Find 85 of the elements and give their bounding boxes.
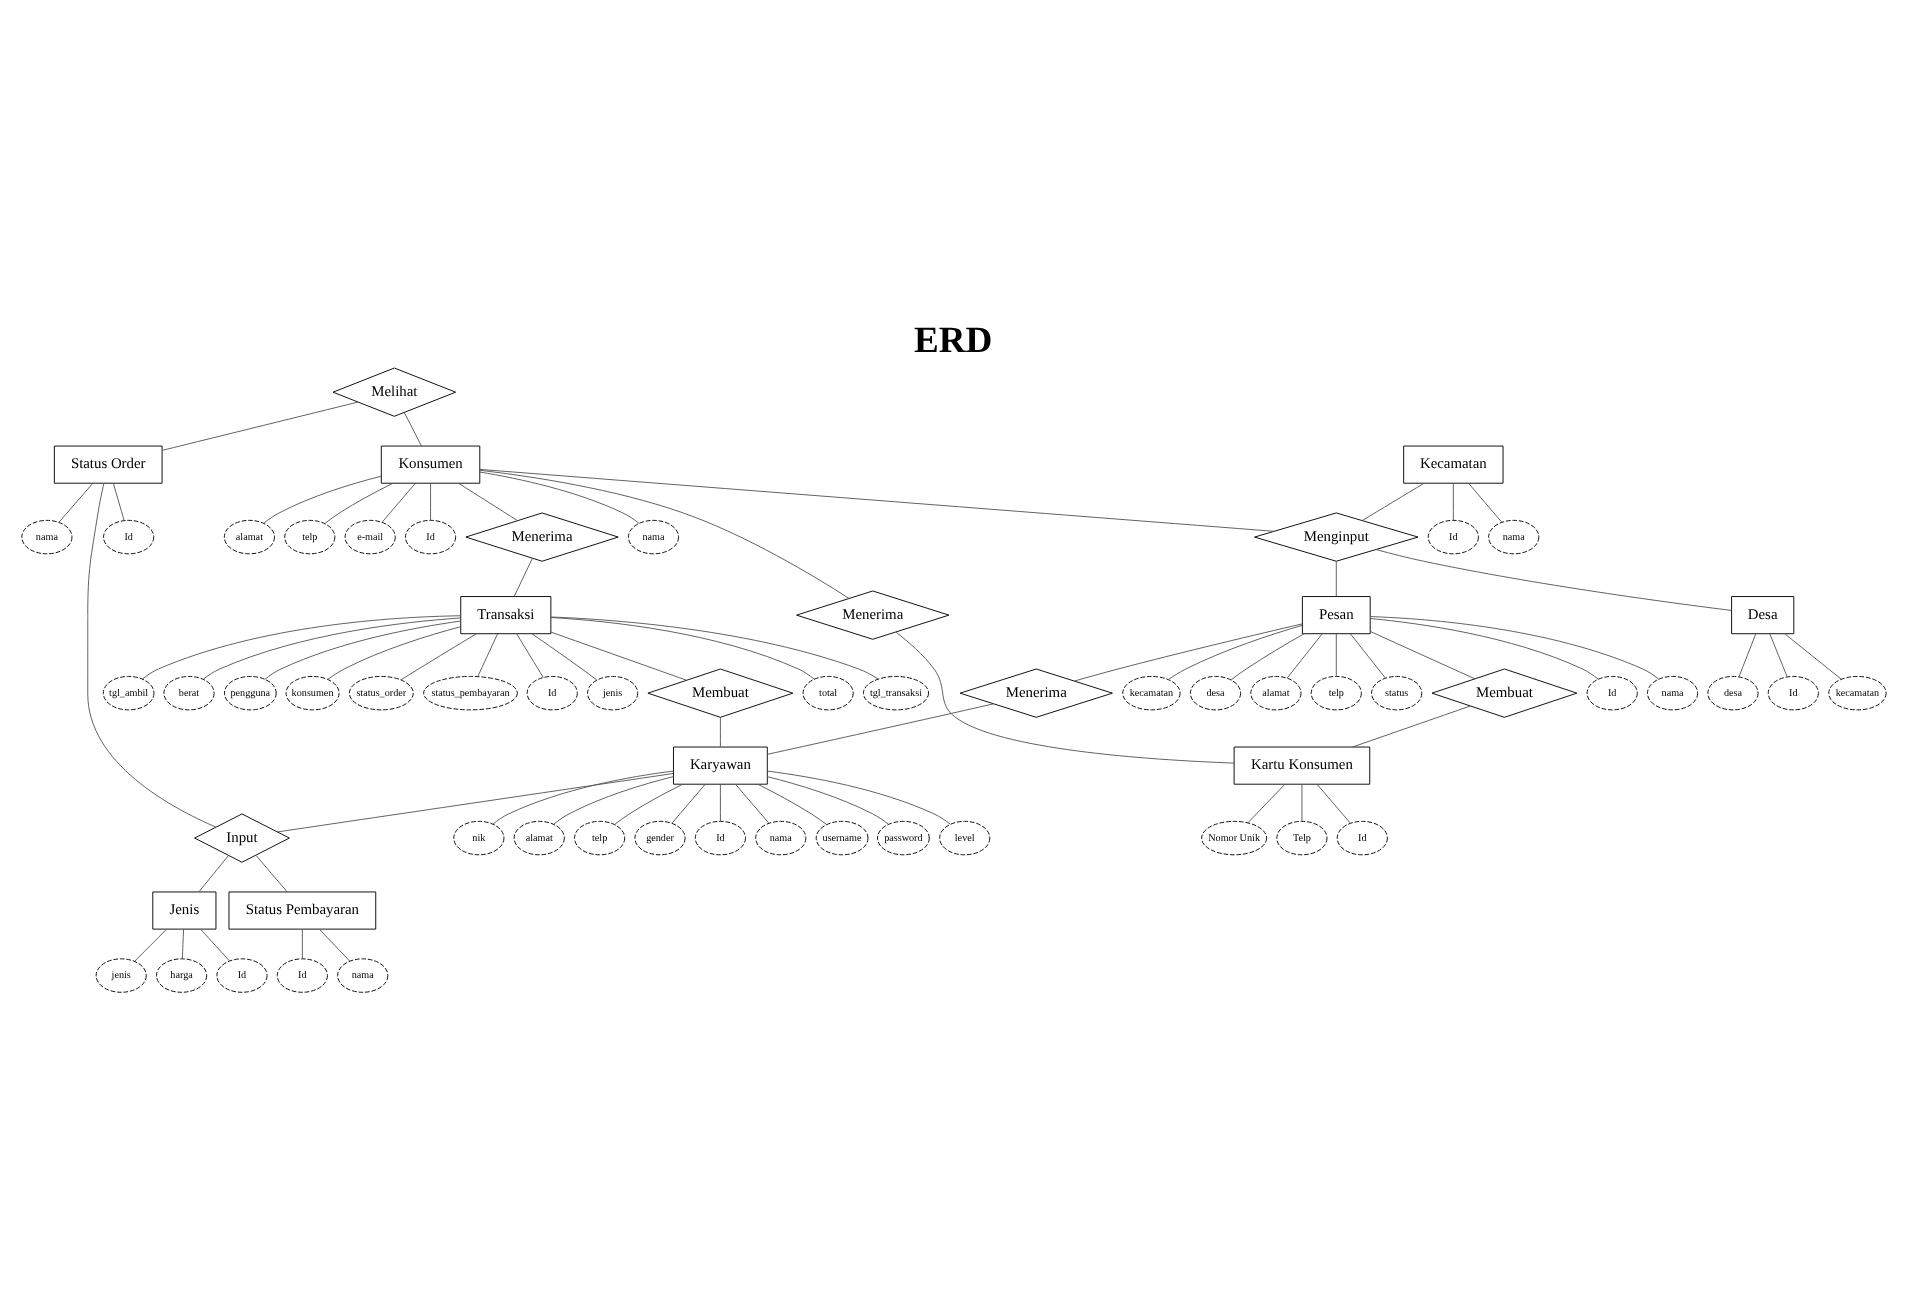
connector	[1073, 622, 1303, 681]
connector	[1167, 623, 1303, 679]
connector	[87, 482, 217, 827]
node-box: Transaksi	[460, 595, 552, 634]
connector	[324, 481, 393, 524]
connector	[1769, 632, 1788, 677]
connector	[1335, 632, 1337, 676]
connector	[198, 854, 229, 892]
connector	[492, 769, 674, 824]
connector	[479, 467, 1275, 531]
connector	[767, 769, 951, 824]
connector	[1369, 630, 1476, 679]
connector	[735, 782, 770, 823]
connector	[458, 481, 518, 520]
connector	[1370, 617, 1599, 679]
connector	[1230, 632, 1305, 680]
node-box: Karyawan	[673, 745, 768, 784]
connector	[161, 400, 359, 450]
connector	[134, 927, 167, 961]
node-diamond: Menerima	[959, 667, 1113, 717]
connector	[550, 616, 815, 679]
connector	[430, 481, 432, 520]
connector	[327, 625, 462, 679]
node-box: Desa	[1731, 595, 1795, 634]
connector	[200, 927, 230, 961]
diagram-title: ERD	[914, 319, 993, 362]
connector	[58, 481, 94, 522]
node-box: Kecamatan	[1403, 444, 1504, 483]
connector	[550, 630, 687, 680]
connector	[1247, 782, 1286, 823]
connector	[550, 615, 879, 679]
connector	[1452, 481, 1454, 520]
connector	[1349, 632, 1386, 678]
connector	[277, 772, 674, 832]
connector	[479, 468, 850, 598]
node-box: Status Order	[53, 444, 163, 483]
connector	[553, 775, 674, 824]
connector	[614, 782, 683, 824]
connector	[895, 630, 1235, 763]
connector	[264, 619, 461, 679]
node-diamond: Membuat	[647, 667, 794, 717]
connector	[403, 411, 422, 446]
connector	[1352, 704, 1471, 747]
node-diamond: Melihat	[332, 366, 457, 416]
connector	[766, 775, 889, 824]
connector	[400, 632, 477, 680]
connector	[112, 481, 125, 520]
connector	[319, 927, 351, 961]
connector	[1738, 632, 1757, 677]
connector	[181, 927, 185, 959]
connector	[255, 853, 288, 892]
connector	[671, 782, 706, 823]
connector	[202, 616, 461, 679]
connector	[381, 481, 416, 522]
connector	[1316, 782, 1351, 823]
connector	[1335, 559, 1337, 596]
node-diamond: Menerima	[796, 589, 950, 639]
connector	[1301, 782, 1303, 821]
connector	[1375, 548, 1732, 610]
node-box: Pesan	[1301, 595, 1371, 634]
connector	[513, 556, 533, 596]
connector	[516, 632, 544, 677]
node-diamond: Input	[194, 812, 290, 862]
connector	[301, 927, 303, 959]
connector	[1286, 632, 1323, 678]
connector	[719, 782, 721, 821]
node-box: Kartu Konsumen	[1233, 745, 1371, 784]
connector	[142, 614, 461, 679]
connector	[1369, 615, 1660, 679]
connector	[263, 474, 382, 523]
connector	[1361, 481, 1425, 520]
node-diamond: Membuat	[1431, 667, 1578, 717]
connector	[757, 782, 827, 825]
node-diamond: Menerima	[465, 511, 619, 561]
node-diamond: Menginput	[1254, 511, 1419, 561]
connector	[719, 716, 721, 747]
connector	[477, 632, 499, 676]
connector	[1468, 481, 1502, 522]
node-box: Konsumen	[380, 444, 481, 483]
connector	[1784, 632, 1842, 679]
connector	[531, 632, 598, 680]
node-box: Status Pembayaran	[228, 890, 377, 929]
node-box: Jenis	[152, 890, 217, 929]
connector	[767, 702, 994, 754]
connector	[479, 470, 640, 523]
